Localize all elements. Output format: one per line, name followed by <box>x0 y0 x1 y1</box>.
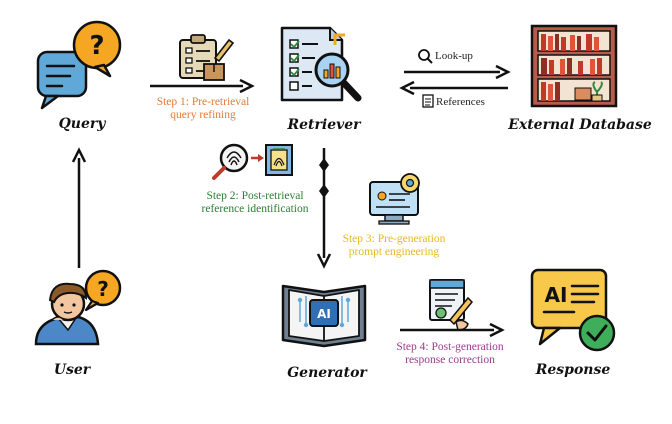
response-bubble-label: AI <box>545 283 568 307</box>
step3-line1: Step 3: Pre-generation <box>342 233 446 245</box>
monitor-settings-icon <box>369 173 420 225</box>
label-external-database: External Database <box>508 117 652 133</box>
label-generator: Generator <box>287 365 367 381</box>
step3-line2: prompt engineering <box>348 246 440 258</box>
step4-line1: Step 4: Post-generation <box>396 341 504 353</box>
ai-speech-bubble-check-icon: AI <box>530 268 616 352</box>
bookshelf-icon <box>530 24 618 108</box>
label-response: Response <box>535 362 611 378</box>
step3-annotation: Step 3: Pre-generation prompt engineerin… <box>338 233 450 259</box>
document-magnifier-icon <box>280 26 362 102</box>
label-user: User <box>53 362 91 378</box>
fingerprint-scan-icon <box>212 143 293 180</box>
document-pen-icon <box>429 279 474 331</box>
step4-line2: response correction <box>405 354 495 366</box>
step1-annotation: Step 1: Pre-retrieval query refining <box>148 96 258 122</box>
arrow-user-to-query <box>71 147 87 268</box>
arrow-lookup <box>404 64 511 80</box>
arrow-generator-to-response <box>400 322 505 338</box>
lookup-magnifier-icon <box>418 49 433 64</box>
lookup-label: Look-up <box>435 50 473 62</box>
arrow-references <box>399 80 508 96</box>
generator-chip-label: AI <box>317 307 331 321</box>
step4-annotation: Step 4: Post-generation response correct… <box>390 341 510 367</box>
svg-text:?: ? <box>89 31 104 61</box>
speech-bubble-question-icon: ? <box>36 20 122 110</box>
step1-line1: Step 1: Pre-retrieval <box>156 96 250 108</box>
arrow-retriever-to-generator <box>316 148 332 269</box>
label-retriever: Retriever <box>287 117 361 133</box>
step2-annotation: Step 2: Post-retrieval reference identif… <box>196 190 314 216</box>
label-query: Query <box>58 116 106 132</box>
ai-chip-book-icon: AI <box>281 284 367 348</box>
clipboard-checklist-icon <box>179 34 235 81</box>
step1-line2: query refining <box>170 109 236 121</box>
step2-line1: Step 2: Post-retrieval <box>206 190 304 202</box>
references-label: References <box>436 96 485 108</box>
arrow-query-to-retriever <box>150 78 255 94</box>
step2-line2: reference identification <box>201 203 309 215</box>
person-thinking-icon: ? <box>34 269 122 346</box>
references-document-icon <box>422 94 434 108</box>
svg-text:?: ? <box>97 277 109 301</box>
